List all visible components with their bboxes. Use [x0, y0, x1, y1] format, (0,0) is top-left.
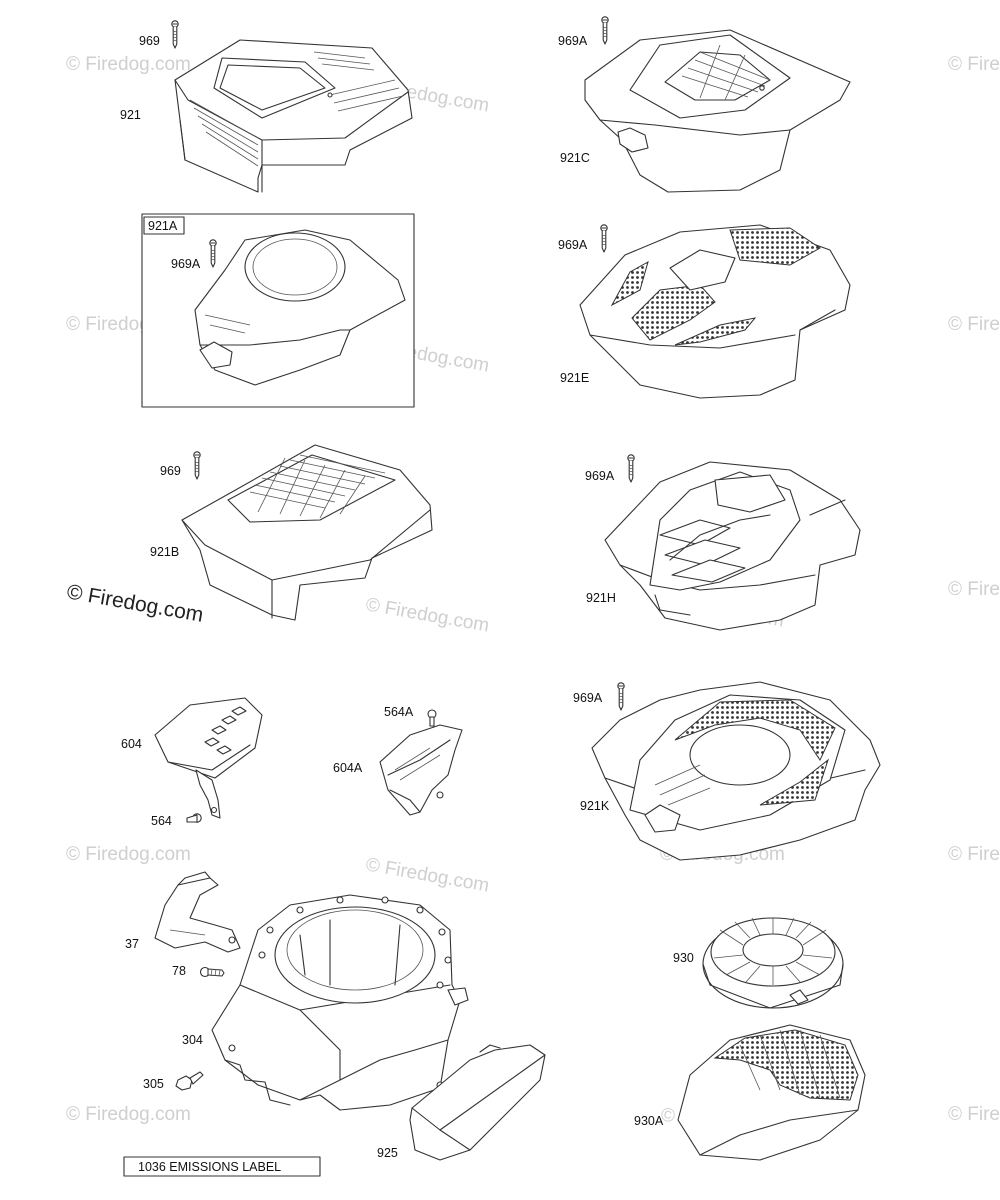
label-604: 604: [121, 737, 142, 751]
part-604-bracket: [154, 697, 263, 823]
part-930a-screen-cover: [677, 1024, 866, 1161]
watermark-main: © Firedog.com: [65, 580, 205, 627]
label-969a-5: 969A: [573, 691, 603, 705]
label-921e: 921E: [560, 371, 589, 385]
part-921h-blower-housing-cover: [604, 454, 861, 631]
part-304-blower-housing: [211, 894, 469, 1111]
label-925: 925: [377, 1146, 398, 1160]
label-305: 305: [143, 1077, 164, 1091]
watermark: © Firedog.com: [66, 1104, 191, 1125]
emissions-label-box: [123, 1156, 321, 1177]
part-305-screw: [175, 1071, 204, 1091]
label-930: 930: [673, 951, 694, 965]
watermark: © Firedog.com: [948, 54, 1000, 75]
part-921-blower-housing-cover: [171, 20, 413, 193]
label-564: 564: [151, 814, 172, 828]
part-921k-blower-housing-cover: [591, 681, 881, 861]
part-921a-blower-housing: [194, 229, 406, 386]
watermark: © Firedog.com: [364, 594, 491, 636]
label-930a: 930A: [634, 1114, 664, 1128]
watermark: © Firedog.com: [948, 844, 1000, 865]
part-921e-blower-housing-cover: [579, 224, 851, 399]
label-921c: 921C: [560, 151, 590, 165]
part-78-screw: [199, 966, 225, 978]
label-604a: 604A: [333, 761, 363, 775]
label-921k: 921K: [580, 799, 610, 813]
watermark: © Firedog.com: [948, 314, 1000, 335]
part-930-rotating-screen: [702, 917, 844, 1009]
label-921: 921: [120, 108, 141, 122]
label-37: 37: [125, 937, 139, 951]
label-1036-emissions: 1036 EMISSIONS LABEL: [138, 1160, 281, 1174]
part-921b-blower-housing-cover: [181, 444, 433, 621]
watermark: © Firedog.com: [364, 854, 491, 896]
part-925-deflector: [409, 1044, 546, 1161]
label-969a-2: 969A: [171, 257, 201, 271]
part-921c-blower-housing-cover: [584, 16, 851, 193]
watermark: © Firedog.com: [66, 844, 191, 865]
label-921b: 921B: [150, 545, 179, 559]
label-564a: 564A: [384, 705, 414, 719]
label-969a-1: 969A: [558, 34, 588, 48]
label-304: 304: [182, 1033, 203, 1047]
label-969: 969: [139, 34, 160, 48]
label-921a: 921A: [148, 219, 178, 233]
box-921a-tag: [143, 216, 185, 235]
part-37-guide: [154, 871, 241, 953]
part-604a-bracket: [379, 709, 463, 816]
label-78: 78: [172, 964, 186, 978]
label-921h: 921H: [586, 591, 616, 605]
label-969a-3: 969A: [558, 238, 588, 252]
label-969a-4: 969A: [585, 469, 615, 483]
watermark: © Firedog.com: [948, 579, 1000, 600]
watermark: © Firedog.com: [66, 54, 191, 75]
label-969-2: 969: [160, 464, 181, 478]
watermark: © Firedog.com: [948, 1104, 1000, 1125]
